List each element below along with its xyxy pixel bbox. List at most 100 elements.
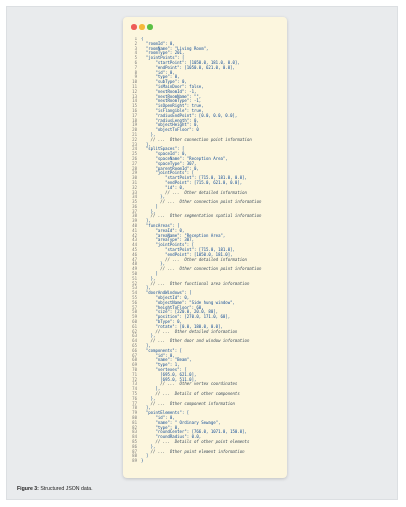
line-number: 47 [132,256,137,262]
code-text: "nextRoomId": -1, [141,88,197,94]
code-line: 33 // ... Other detailed information [127,189,285,196]
close-dot[interactable] [131,24,137,30]
minimize-dot[interactable] [139,24,145,30]
code-text: [695.0, 511.0], [141,376,197,382]
code-text: }, [141,131,156,137]
line-number: 11 [132,83,137,89]
code-text: "endPoint": [1050.0, 621.0, 0.0], [141,64,235,70]
code-text: "nextRoomName": "", [141,93,202,99]
code-line: 89} [127,458,285,464]
code-line: 26 "spaceName": "Reception Area", [127,156,285,162]
code-line: 19 "objectHeight": 0, [127,122,285,128]
code-line: 58 "size": [220.0, 20.0, 80], [127,310,285,315]
code-line: 60 "bType": 0, [127,319,285,325]
line-number: 15 [132,103,137,109]
code-line: 40 "funcAreas": [ [127,223,285,229]
line-number: 4 [134,50,137,56]
code-line: 15 "isOpenRight": true, [127,103,285,109]
code-line: 11 "isMainDoor": false, [127,83,285,90]
line-number: 32 [132,184,137,190]
code-line: 27 "spaceType": 307, [127,161,285,167]
line-number: 33 [132,189,137,195]
code-line: 71 [695.0, 621.0], [127,371,285,378]
line-number: 16 [132,107,137,113]
line-number: 29 [132,170,137,176]
line-number: 44 [132,242,137,248]
code-editor-window: 1{2 "roomId": 0,3 "roomName": "Living Ro… [123,17,287,478]
line-number: 88 [132,453,137,459]
code-comment: // ... Other connection point informatio… [141,199,262,205]
code-text: "areaId": 0, [141,227,185,233]
code-text: ], [141,405,151,411]
code-comment: // ... Other detailed information [141,189,247,195]
code-line: 53 ], [127,286,285,291]
line-number: 73 [132,381,137,387]
code-text: ] [141,203,158,209]
code-text: "id": 0, [141,69,175,75]
code-line: 74 ], [127,386,285,392]
line-number: 66 [132,347,137,353]
line-number: 84 [132,434,137,440]
line-number: 71 [132,371,137,377]
line-number: 41 [132,227,137,233]
line-number: 23 [132,141,137,147]
code-line: 44 "jointPoints": [ [127,242,285,248]
code-line: 4 "roomType": 201, [127,50,285,56]
line-number: 82 [132,424,137,430]
line-number: 25 [132,151,137,157]
code-line: 80 "id": 0, [127,415,285,421]
code-line: 84 "roundRadius": 0.0, [127,434,285,440]
code-text: "roomType": 201, [141,50,185,56]
code-text: "type": 1, [141,362,180,368]
code-text: "id": 0, [141,184,185,190]
code-text: }, [141,333,156,339]
code-text: ] [141,453,149,459]
code-text: "components": [ [141,347,182,353]
code-text: "bType": 0, [141,319,182,325]
code-comment: // ... Details of other point elements [141,438,250,444]
line-number: 55 [132,295,137,301]
code-text: "isMainDoor": false, [141,83,204,89]
line-number: 31 [132,179,137,185]
code-text: "jointPoints": [ [141,170,194,176]
code-line: 47 // ... Other detailed information [127,256,285,263]
code-text: "type": 0, [141,424,180,430]
code-line: 83 "roundCenter": [766.0, 1071.0, 150.0]… [127,429,285,435]
code-line: 6 "startPoint": [1050.0, 181.0, 0.0], [127,60,285,66]
code-text: }, [141,261,166,267]
line-number: 22 [132,136,137,142]
code-line: 42 "areaName": "Reception Area", [127,233,285,239]
line-number: 30 [132,175,137,181]
line-number: 48 [132,261,137,267]
code-line: 46 "endPoint": [1050.0, 181.0], [127,252,285,258]
line-number: 36 [132,203,137,209]
line-number: 17 [132,112,137,118]
code-line: 87 // ... Other point element informatio… [127,449,285,455]
line-number: 9 [134,74,137,80]
code-line: 63 }, [127,334,285,339]
line-number: 51 [132,275,137,281]
code-line: 88 ] [127,453,285,459]
code-text: "isFlangible": true, [141,107,204,113]
line-number: 28 [132,165,137,171]
code-line: 30 "startPoint": [715.0, 181.0, 0.0], [127,175,285,181]
code-block: 1{2 "roomId": 0,3 "roomName": "Living Ro… [127,37,285,473]
code-text: "rotate": [0.0, 180.0, 0.0], [141,323,223,329]
code-line: 38 // ... Other segmentation spatial inf… [127,214,285,219]
code-text: "areaType": 307, [141,237,194,243]
line-number: 18 [132,117,137,123]
maximize-dot[interactable] [147,24,153,30]
line-number: 1 [134,37,137,41]
line-number: 10 [132,79,137,85]
code-line: 57 "heightToFloor": 60, [127,305,285,311]
code-line: 25 "spaceId": 0, [127,151,285,157]
code-text: "pointElements": [ [141,410,190,416]
code-line: 49 // ... Other connection point informa… [127,266,285,272]
code-line: 76 }, [127,396,285,402]
code-text: "size": [220.0, 20.0, 80], [141,309,219,315]
code-text: "endPoint": [715.0, 621.0, 0.0], [141,179,243,185]
code-text: "objectHeight": 0, [141,122,199,128]
code-text: "name": " Ordinary Sewage", [141,419,221,425]
line-number: 20 [132,127,137,133]
code-text: "funcAreas": [ [141,223,180,229]
